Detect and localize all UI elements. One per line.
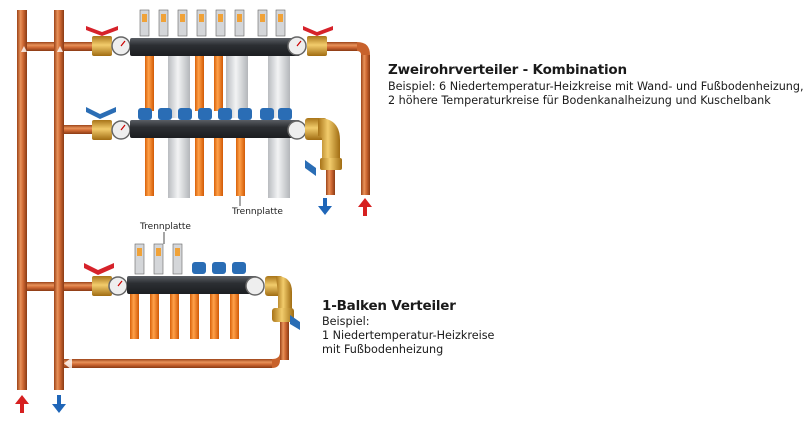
section-top-title: Zweirohrverteiler - Kombination <box>388 62 627 78</box>
section-bottom-line1: Beispiel: <box>322 315 370 328</box>
main-riser-pipes <box>17 10 64 390</box>
section-bottom-title: 1-Balken Verteiler <box>322 298 456 314</box>
section-bottom-line3: mit Fußbodenheizung <box>322 343 444 356</box>
bottom-outlet-pipes <box>130 232 239 339</box>
separator-label-bottom: Trennplatte <box>140 222 191 232</box>
section-top-line1: Beispiel: 6 Niedertemperatur-Heizkreise … <box>388 80 804 93</box>
separator-label-top: Trennplatte <box>232 207 283 217</box>
riser-flow-arrows <box>15 395 66 413</box>
return-outlet-pipes <box>145 138 290 206</box>
top-flow-arrows <box>318 198 372 216</box>
section-bottom-line2: 1 Niedertemperatur-Heizkreise <box>322 329 495 342</box>
top-return-manifold <box>64 107 342 195</box>
top-outlet-pipes <box>145 56 290 118</box>
bottom-manifold <box>64 243 300 370</box>
section-top-line2: 2 höhere Temperaturkreise für Bodenkanal… <box>388 94 771 107</box>
top-supply-manifold <box>64 9 370 195</box>
